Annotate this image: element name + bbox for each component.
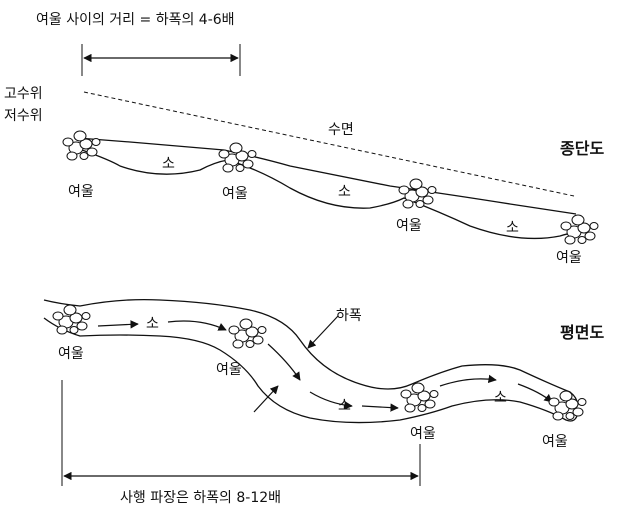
riffle-rocks-plan-4: [548, 390, 587, 421]
plan-flow-arrow-7: [517, 383, 553, 403]
plan-flow-arrow-1: [97, 320, 139, 329]
plan-flow-arrow-2: [167, 320, 227, 331]
pool-label-plan-2: 소: [338, 398, 351, 414]
riffle-spacing-label: 여울 사이의 거리 = 하폭의 4-6배: [36, 12, 235, 28]
channel-width-label: 하폭: [336, 308, 362, 324]
plan-flow-arrow-6: [439, 374, 497, 387]
pool-label-profile-2: 소: [338, 184, 351, 200]
pool-label-profile-1: 소: [162, 156, 175, 172]
pool-label-plan-3: 소: [494, 390, 507, 406]
profile-title: 종단도: [560, 139, 604, 158]
water-surface-label: 수면: [328, 122, 354, 138]
riffle-label-plan-4: 여울: [542, 434, 568, 450]
riffle-label-profile-1: 여울: [68, 184, 94, 200]
riffle-label-profile-2: 여울: [222, 186, 248, 202]
riffle-rocks-profile-1: [62, 130, 101, 161]
riffle-label-plan-1: 여울: [58, 346, 84, 362]
low-water-label: 저수위: [4, 108, 43, 124]
plan-flow-arrow-3: [267, 343, 301, 381]
riffle-label-plan-3: 여울: [410, 426, 436, 442]
meander-wavelength-label: 사행 파장은 하폭의 8-12배: [120, 490, 281, 506]
width-arrow-lower: [253, 385, 279, 413]
riffle-rocks-profile-4: [560, 214, 599, 245]
plan-bank-lower: [43, 317, 579, 424]
pool-label-plan-1: 소: [146, 316, 159, 332]
width-arrow-upper: [307, 315, 339, 349]
riffle-rocks-profile-3: [398, 178, 437, 209]
channel-bed: [81, 149, 581, 240]
plan-title: 평면도: [560, 323, 604, 342]
riffle-rocks-plan-1: [52, 304, 91, 335]
plan-flow-arrow-4: [309, 391, 353, 410]
pool-label-profile-3: 소: [506, 220, 519, 236]
riffle-rocks-profile-2: [218, 142, 257, 173]
high-water-label: 고수위: [4, 86, 43, 102]
riffle-label-plan-2: 여울: [216, 362, 242, 378]
plan-flow-arrow-5: [361, 403, 399, 412]
plan-bank-upper: [43, 298, 578, 409]
riffle-label-profile-4: 여울: [556, 250, 582, 266]
riffle-rocks-plan-2: [228, 318, 267, 349]
riffle-rocks-plan-3: [400, 382, 439, 413]
riffle-label-profile-3: 여울: [396, 218, 422, 234]
